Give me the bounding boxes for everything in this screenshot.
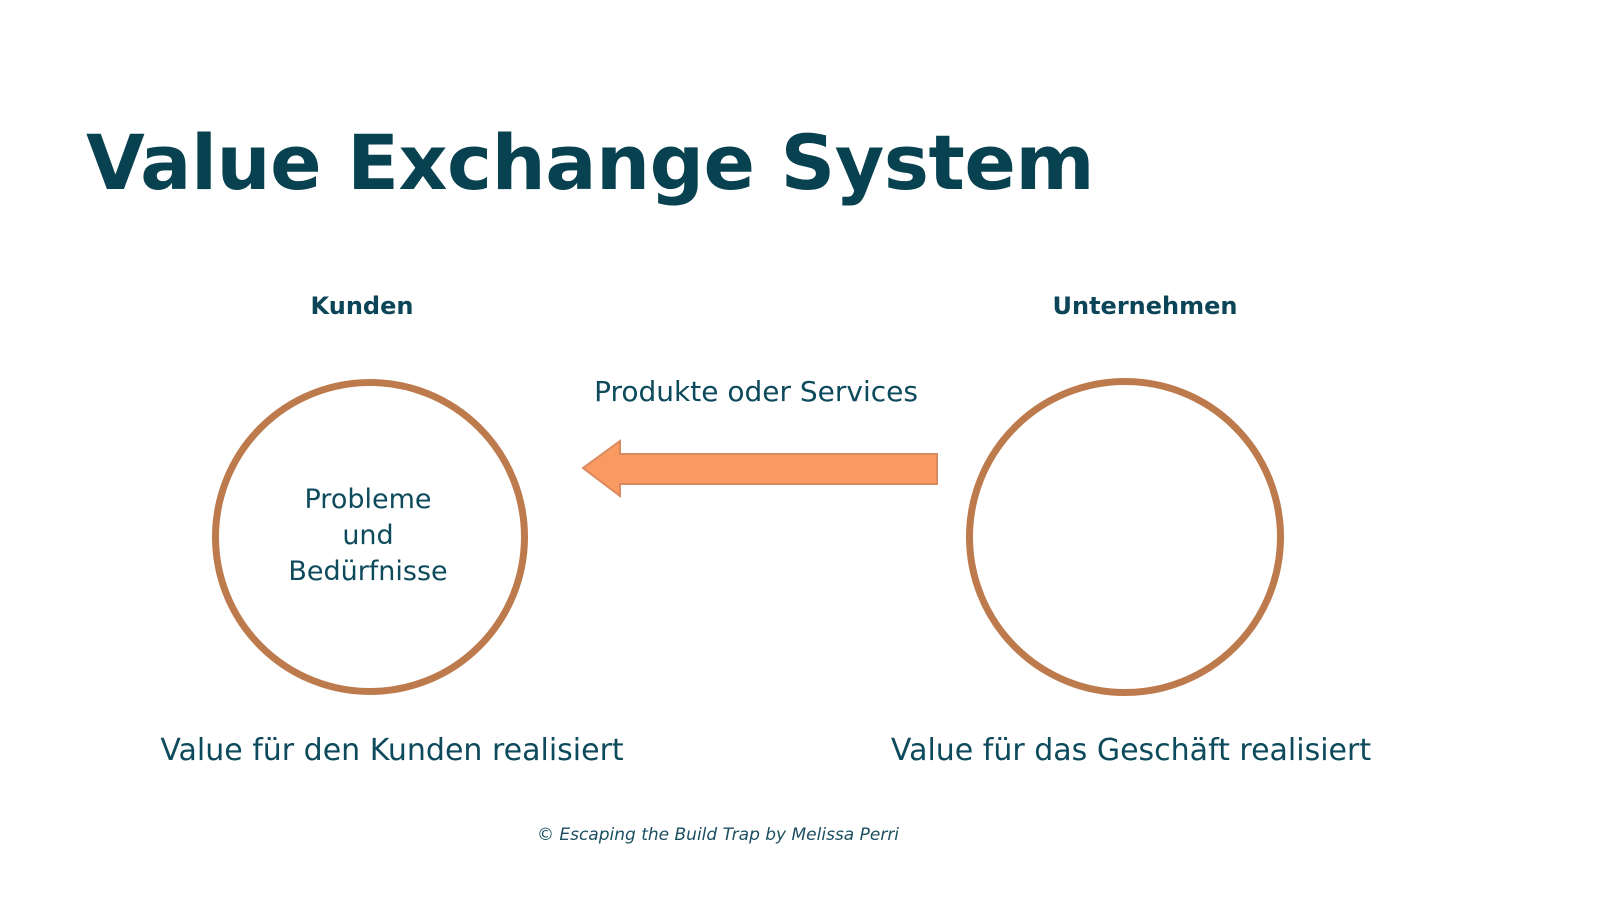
circle-customers-line-2: und xyxy=(342,520,394,551)
caption-company: Value für das Geschäft realisiert xyxy=(890,733,1372,768)
circle-customers-text: Probleme und Bedürfnisse xyxy=(238,482,498,590)
circle-customers xyxy=(212,379,528,695)
caption-customers: Value für den Kunden realisiert xyxy=(160,733,624,768)
circle-customers-line-1: Probleme xyxy=(304,484,432,515)
circle-customers-line-3: Bedürfnisse xyxy=(288,556,448,587)
flow-arrow-label: Produkte oder Services xyxy=(594,375,918,408)
heading-customers: Kunden xyxy=(310,292,414,320)
page-title: Value Exchange System xyxy=(86,117,1095,207)
footer-attribution: © Escaping the Build Trap by Melissa Per… xyxy=(536,825,900,845)
flow-arrow-left-icon xyxy=(581,439,938,499)
heading-company: Unternehmen xyxy=(1052,292,1238,320)
circle-company xyxy=(966,378,1284,696)
